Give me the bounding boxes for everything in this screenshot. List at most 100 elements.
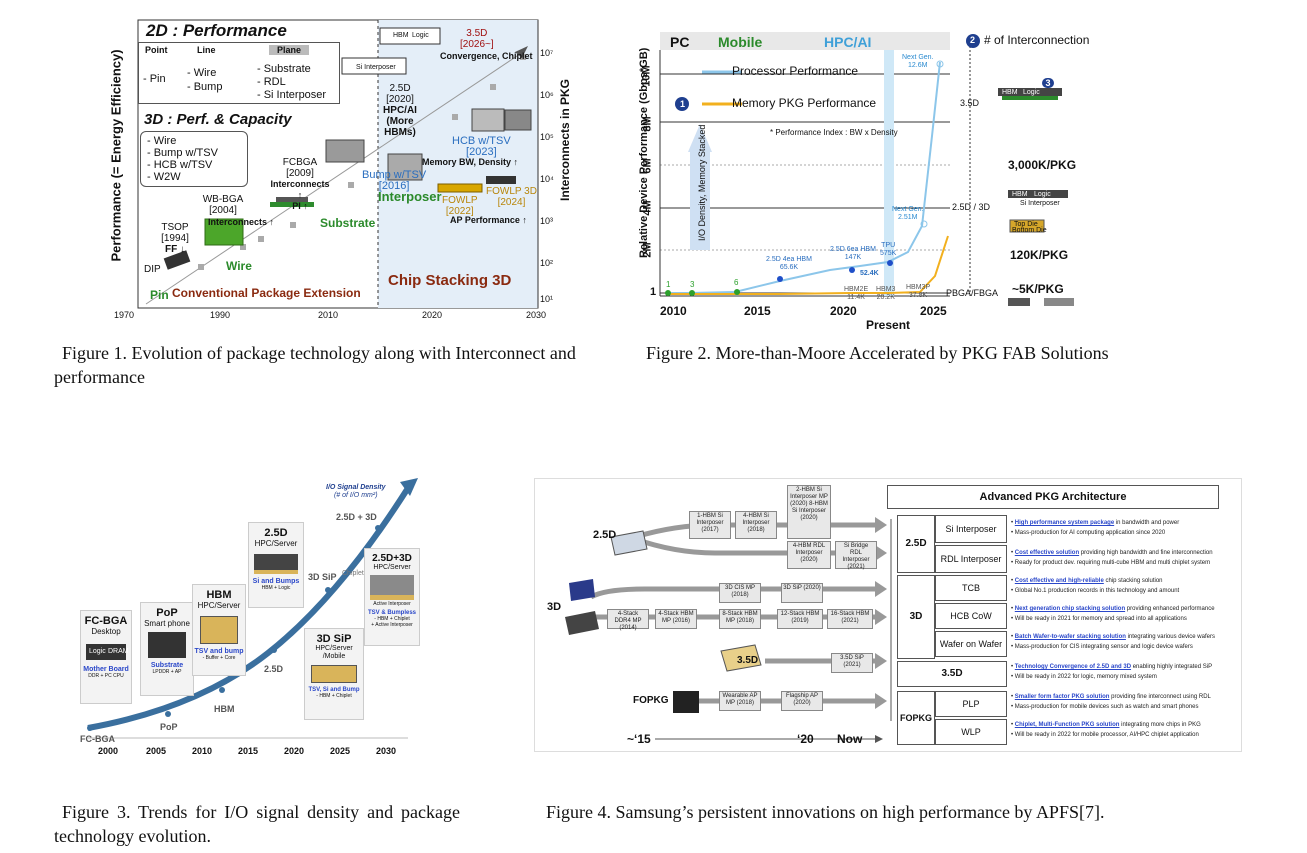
legend-proc: Processor Performance	[732, 64, 859, 78]
vertical-note: I/O Density, Memory Stacked	[697, 124, 707, 241]
point-6: 6	[734, 278, 739, 287]
x-tick-2020b: 2020	[830, 304, 857, 318]
d35-label: 3.5D[2026~]	[460, 28, 494, 50]
desc-rdl-2: • Ready for product dev. requiring multi…	[1011, 560, 1211, 566]
f4-arch-35d: 3.5D	[897, 661, 1007, 687]
cat-mobile: Mobile	[718, 34, 763, 50]
desc-plp-2: • Mass-production for mobile devices suc…	[1011, 704, 1199, 710]
legend-rdl: - RDL	[257, 76, 286, 88]
r-120k: 120K/PKG	[1010, 248, 1069, 262]
f4-arch-plp: PLP	[935, 691, 1007, 717]
legend-point: Point	[145, 45, 168, 55]
t3d-4: 4-Stack HBM MP (2016)	[655, 609, 697, 629]
f4-label-3d: 3D	[547, 601, 562, 613]
perf-index: * Performance Index : BW x Density	[770, 128, 898, 137]
t3d-6: 12-Stack HBM (2019)	[777, 609, 823, 629]
point-3: 3	[690, 280, 695, 289]
t35-1: 3.5D SiP (2021)	[831, 653, 873, 673]
legend-pin: - Pin	[143, 73, 166, 85]
desc-35d: • Technology Convergence of 2.5D and 3D …	[1011, 664, 1213, 670]
x3-2015: 2015	[238, 746, 259, 756]
box3d-w2w: - W2W	[147, 171, 181, 183]
card-3dsip: 3D SiP HPC/Server /Mobile TSV, Si and Bu…	[304, 628, 364, 720]
y2-tick-5: 10⁵	[540, 132, 554, 142]
point-1: 1	[666, 280, 671, 289]
y-tick-4m: 4M	[641, 200, 654, 216]
desc-hcb: • Next generation chip stacking solution…	[1011, 606, 1215, 612]
dip-label: DIP	[144, 264, 161, 275]
card-fcbga: FC-BGA Desktop Logic DRAM Mother Board D…	[80, 610, 132, 704]
figure-3-caption: Figure 3. Trends for I/O signal density …	[54, 802, 460, 846]
curve-hbm: HBM	[214, 704, 235, 714]
curve-25d: 2.5D	[264, 664, 284, 674]
t25-1: 1-HBM Si Interposer (2017)	[689, 511, 731, 539]
y2-tick-4: 10⁴	[540, 174, 554, 184]
card-pop: PoP Smart phone Substrate LPDDR + AP	[140, 602, 194, 696]
y2-tick-7: 10⁷	[540, 48, 554, 58]
y2-tick-1: 10¹	[540, 294, 554, 304]
label-25d3d: 2.5D / 3D	[952, 202, 991, 212]
legend-substrate: - Substrate	[257, 63, 311, 75]
f4-x-20: ‘20	[797, 732, 814, 746]
desc-wlp-2: • Will be ready in 2022 for mobile proce…	[1011, 732, 1199, 738]
bump-tsv-label: Bump w/TSV[2016]	[362, 169, 427, 192]
x-tick-2030: 2030	[526, 310, 547, 320]
legend-line: Line	[197, 45, 216, 55]
figure-2-plot	[659, 32, 1074, 306]
f4-x-now: Now	[837, 732, 863, 746]
f4-cat-25d: 2.5D	[897, 515, 935, 573]
chip-stacking-label: Chip Stacking 3D	[388, 272, 512, 289]
t3d-2: 3D SiP (2020)	[781, 583, 823, 603]
mem-bw-label: Memory BW, Density ↑	[422, 157, 519, 167]
f4-arch-rdl: RDL Interposer	[935, 545, 1007, 573]
y-tick-10m: 10M	[640, 65, 653, 87]
y-tick-8m: 8M	[641, 116, 654, 132]
box3d-wire: - Wire	[147, 135, 177, 147]
t25-4: 4-HBM RDL Interposer (2020)	[787, 541, 831, 569]
cat-hpc: HPC/AI	[824, 34, 872, 50]
figure-4-caption: Figure 4. Samsung’s persistent innovatio…	[546, 802, 1105, 822]
y-axis-title: Performance (= Energy Efficiency)	[108, 49, 124, 262]
x3-2000: 2000	[98, 746, 119, 756]
card-hbm: HBM HPC/Server TSV and bump - Buffer + C…	[192, 584, 246, 676]
box3d-bump: - Bump w/TSV	[147, 147, 218, 159]
desc-wow-2: • Mass-production for CIS integrating se…	[1011, 644, 1193, 650]
card-253d: 2.5D+3D HPC/Server Active Interposer TSV…	[364, 548, 420, 646]
legend-plane: Plane	[269, 45, 310, 55]
present-label: Present	[866, 318, 911, 332]
r-5k: ~5K/PKG	[1012, 282, 1064, 296]
label-pbga: PBGA/FBGA	[946, 288, 999, 298]
desc-rdl: • Cost effective solution providing high…	[1011, 550, 1213, 556]
f4-x-15: ~‘15	[627, 732, 651, 746]
next-gen-1: Next Gen.12.6M	[902, 54, 934, 69]
r-3000k: 3,000K/PKG	[1008, 158, 1077, 172]
legend-interconnect: # of Interconnection	[984, 33, 1090, 47]
desc-si: • High performance system package in ban…	[1011, 520, 1180, 526]
chip-logic-label: Logic	[412, 32, 429, 39]
f4-label-25d: 2.5D	[593, 529, 617, 541]
pin-label: Pin	[150, 288, 169, 302]
legend-2d-box: Point - Pin Line - Wire - Bump Plane - S…	[138, 42, 340, 104]
f4-arch-si: Si Interposer	[935, 515, 1007, 543]
label-35d: 3.5D	[960, 98, 980, 108]
t25-2: 4-HBM Si Interposer (2018)	[735, 511, 777, 539]
signal-title: I/O Signal Density(# of I/O mm²)	[326, 484, 386, 499]
title-2d: 2D : Performance	[146, 21, 287, 40]
wbbga-label: WB-BGA[2004]	[202, 194, 244, 216]
y-tick-6m: 6M	[641, 158, 654, 174]
ap-perf-label: AP Performance ↑	[450, 215, 527, 225]
chip-si-label: Si Interposer	[356, 64, 396, 71]
right-badge-3: 3	[1042, 78, 1054, 88]
figure-2-caption: Figure 2. More-than-Moore Accelerated by…	[646, 343, 1109, 363]
box3d-hcb: - HCB w/TSV	[147, 159, 213, 171]
tfo-1: Wearable AP MP (2018)	[719, 691, 761, 711]
interposer-label: Interposer	[378, 189, 442, 204]
curve-253d: 2.5D + 3D	[336, 512, 377, 522]
legend-num-2: 2	[970, 35, 976, 45]
chip-hbm-label: HBM	[393, 32, 409, 39]
x-tick-2015: 2015	[744, 304, 771, 318]
